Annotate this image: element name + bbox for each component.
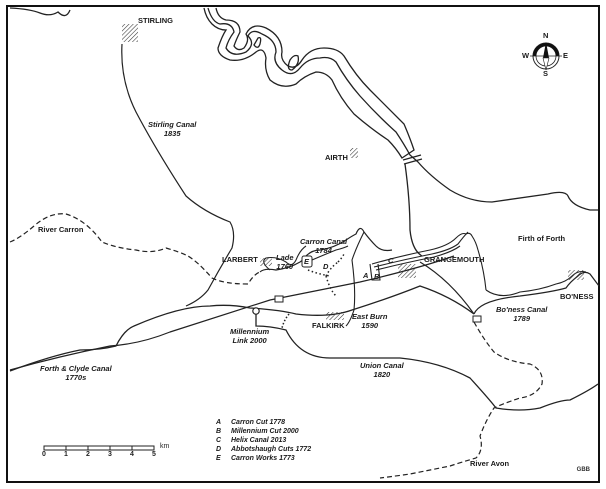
legend-key: B — [216, 428, 222, 435]
label-river-carron: River Carron — [38, 225, 84, 234]
legend-row: E Carron Works 1773 — [216, 454, 311, 463]
legend-row: C Helix Canal 2013 — [216, 436, 311, 445]
scale-bar — [43, 445, 155, 451]
kinneil-site — [472, 315, 482, 323]
legend-key: E — [216, 455, 221, 462]
compass-e: E — [563, 51, 569, 60]
legend: A Carron Cut 1778 B Millennium Cut 2000 C H… — [216, 418, 311, 463]
boness-canal-name: Bo'ness Canal — [496, 305, 548, 314]
falkirk-wheel-icon — [252, 307, 260, 315]
compass-w: W — [522, 51, 530, 60]
carron-canal-line — [311, 245, 349, 261]
legend-row: A Carron Cut 1778 — [216, 418, 311, 427]
airth-area — [350, 148, 358, 158]
compass-rose-icon — [530, 42, 562, 71]
stirling-canal-year: 1835 — [163, 128, 181, 138]
east-burn-year: 1590 — [361, 320, 379, 330]
scale-unit: km — [160, 443, 170, 450]
carron-lower-course — [259, 227, 393, 273]
kincardine-bridge — [402, 154, 423, 165]
grangemouth-area — [398, 264, 416, 278]
falkirk-area — [326, 312, 344, 320]
town-label-larbert: LARBERT — [222, 255, 258, 264]
legend-row: D Abbotshaugh Cuts 1772 — [216, 445, 311, 454]
marker-b: B — [374, 272, 380, 281]
label-river-avon: River Avon — [470, 459, 510, 468]
stirling-area — [122, 24, 138, 42]
union-canal-line — [255, 310, 599, 411]
town-label-falkirk: FALKIRK — [312, 321, 345, 330]
map-frame — [6, 5, 600, 483]
forth-clyde-canal-name: Forth & Clyde Canal — [40, 364, 112, 373]
scale-tick-4: 4 — [130, 451, 134, 458]
label-firth-of-forth: Firth of Forth — [518, 234, 566, 243]
marker-c: C — [388, 256, 394, 265]
forth-clyde-canal-line — [9, 285, 475, 372]
carron-cuts-ab — [369, 263, 381, 281]
stirling-canal-name: Stirling Canal — [148, 120, 197, 129]
marker-d: D — [323, 262, 329, 271]
river-avon-line — [379, 321, 543, 479]
town-label-airth: AIRTH — [325, 153, 348, 162]
town-label-grangemouth: GRANGEMOUTH — [424, 255, 485, 264]
carron-canal-name: Carron Canal — [300, 237, 348, 246]
scale-tick-5: 5 — [152, 451, 156, 458]
forth-clyde-canal-year: 1770s — [65, 372, 87, 382]
marker-e: E — [304, 257, 310, 266]
stirling-canal-line — [121, 43, 235, 307]
lade-year: 1760 — [276, 261, 294, 271]
legend-key: D — [216, 446, 222, 453]
millennium-link-name: Millennium — [230, 327, 270, 336]
map-credit: GBB — [576, 467, 590, 473]
larbert-area — [260, 258, 272, 266]
legend-row: B Millennium Cut 2000 — [216, 427, 311, 436]
river-forth — [203, 7, 598, 211]
road-to-boness — [419, 261, 475, 315]
lade-name: Lade — [276, 253, 294, 262]
larbert-site — [274, 295, 284, 303]
east-burn-name: East Burn — [352, 312, 388, 321]
boness-canal-year: 1789 — [513, 313, 531, 323]
legend-text: Carron Cut 1778 — [231, 419, 286, 426]
town-label-boness: BO'NESS — [560, 292, 594, 301]
estuary-south-shore — [404, 163, 423, 257]
river-carron-line — [9, 213, 261, 285]
scale-tick-0: 0 — [42, 451, 46, 458]
union-canal-name: Union Canal — [360, 361, 404, 370]
legend-text: Abbotshaugh Cuts 1772 — [231, 446, 312, 453]
legend-key: A — [216, 419, 222, 426]
coastline-topleft — [9, 7, 71, 17]
east-burn-line — [345, 231, 365, 327]
millennium-link-year: Link 2000 — [232, 335, 267, 345]
town-label-stirling: STIRLING — [138, 16, 173, 25]
legend-text: Carron Works 1773 — [231, 455, 295, 462]
marker-a: A — [363, 271, 369, 280]
legend-text: Millennium Cut 2000 — [231, 428, 299, 435]
compass-s: S — [543, 69, 549, 78]
carron-works-site — [301, 255, 313, 268]
scale-tick-2: 2 — [86, 451, 90, 458]
scale-tick-3: 3 — [108, 451, 112, 458]
compass-n: N — [543, 31, 549, 40]
boness-canal-line — [473, 271, 600, 315]
boness-area — [568, 270, 584, 280]
scale-tick-1: 1 — [64, 451, 68, 458]
union-canal-year: 1820 — [373, 369, 391, 379]
legend-key: C — [216, 437, 222, 444]
abbotshaugh-cuts — [307, 253, 345, 297]
grangemouth-docks — [371, 231, 487, 291]
legend-text: Helix Canal 2013 — [231, 437, 287, 444]
millennium-link-dotted — [281, 313, 290, 329]
carron-canal-year: 1784 — [315, 245, 332, 255]
